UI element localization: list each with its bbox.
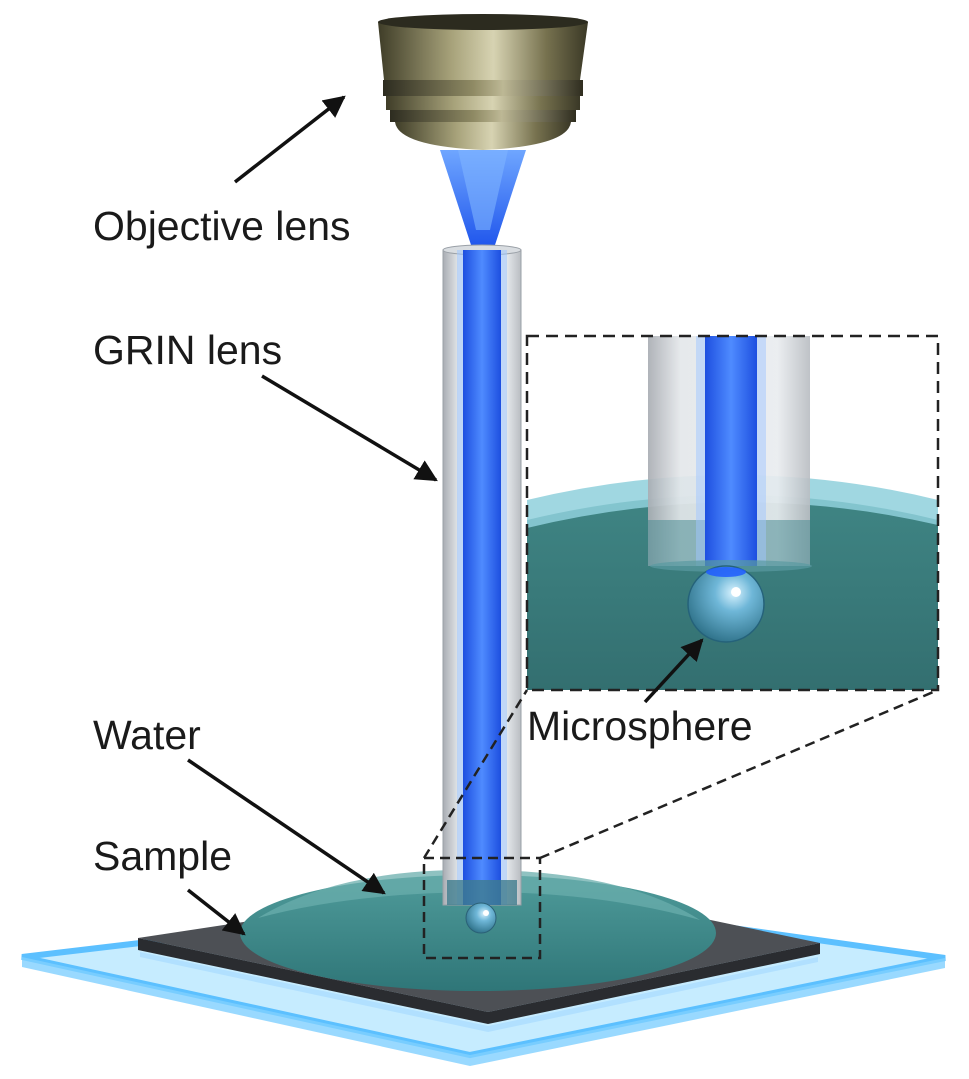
sample-arrow xyxy=(186,888,246,936)
zoom-inset xyxy=(525,334,940,692)
objective-lens-arrow xyxy=(233,95,346,184)
objective-lens xyxy=(378,14,588,150)
zoom-guide-line-top xyxy=(422,689,529,859)
grin-lens-rod xyxy=(442,244,522,906)
objective-lens-label: Objective lens xyxy=(93,203,351,249)
water-arrow xyxy=(187,758,386,895)
zoom-region-box xyxy=(422,856,542,960)
sample-plate-edge xyxy=(138,938,820,1024)
zoom-guide-line-bottom xyxy=(539,688,939,860)
microsphere xyxy=(687,565,765,643)
zoom-inset-frame xyxy=(525,334,940,692)
grin-lens-label: GRIN lens xyxy=(93,327,282,373)
water-label: Water xyxy=(93,712,201,758)
grin-lens-arrow xyxy=(261,374,438,482)
sample-label: Sample xyxy=(93,833,232,879)
grin-beam xyxy=(463,250,501,905)
microsphere-label: Microsphere xyxy=(527,703,753,749)
microsphere-arrow xyxy=(643,638,704,704)
microsphere-small xyxy=(465,902,497,934)
